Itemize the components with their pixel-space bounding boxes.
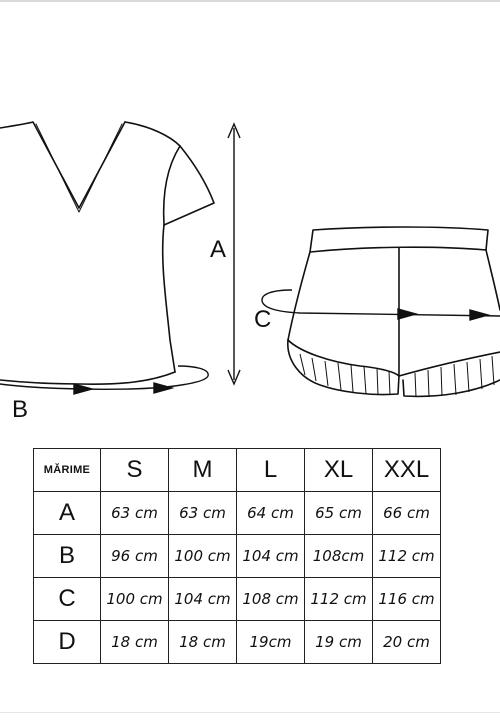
table-cell: 116 cm	[372, 577, 441, 621]
table-cell: 63 cm	[168, 491, 237, 535]
table-cell: 104 cm	[236, 534, 305, 578]
row-label-a: A	[33, 491, 101, 535]
size-header-s: S	[100, 448, 169, 492]
table-row: D 18 cm 18 cm 19cm 19 cm 20 cm	[33, 620, 441, 664]
row-label-b: B	[33, 534, 101, 578]
table-cell: 96 cm	[100, 534, 169, 578]
table-cell: 19cm	[236, 620, 305, 664]
dimension-label-c: C	[254, 306, 272, 333]
table-row: C 100 cm 104 cm 108 cm 112 cm 116 cm	[33, 577, 441, 621]
table-cell: 108 cm	[236, 577, 305, 621]
dimension-label-b: B	[12, 396, 29, 423]
size-header-l: L	[236, 448, 305, 492]
size-header-m: M	[168, 448, 237, 492]
shorts-drawing	[287, 226, 500, 398]
row-label-c: C	[33, 577, 101, 621]
table-cell: 18 cm	[168, 620, 237, 664]
size-header-xxl: XXL	[372, 448, 441, 492]
size-header-xl: XL	[304, 448, 373, 492]
table-cell: 100 cm	[168, 534, 237, 578]
dimension-a-arrow	[227, 122, 241, 386]
shorts-ruffle-pleats	[299, 353, 495, 398]
table-row: A 63 cm 63 cm 64 cm 65 cm 66 cm	[33, 491, 441, 535]
top-divider	[0, 0, 500, 2]
table-cell: 63 cm	[100, 491, 169, 535]
table-cell: 112 cm	[372, 534, 441, 578]
size-chart-table: MĂRIME S M L XL XXL A 63 cm 63 cm 64 cm …	[33, 448, 441, 664]
table-cell: 64 cm	[236, 491, 305, 535]
tshirt-drawing	[0, 121, 215, 385]
table-cell: 19 cm	[304, 620, 373, 664]
garment-diagram	[0, 121, 500, 398]
table-cell: 100 cm	[100, 577, 169, 621]
size-corner-label: MĂRIME	[33, 448, 101, 492]
size-header-row: MĂRIME S M L XL XXL	[33, 448, 441, 492]
table-cell: 112 cm	[304, 577, 373, 621]
bottom-divider	[0, 712, 500, 713]
table-cell: 66 cm	[372, 491, 441, 535]
table-cell: 108cm	[304, 534, 373, 578]
table-row: B 96 cm 100 cm 104 cm 108cm 112 cm	[33, 534, 441, 578]
row-label-d: D	[33, 620, 101, 664]
dimension-c-arrow	[261, 289, 500, 321]
dimension-b-arrow	[0, 365, 209, 395]
dimension-label-a: A	[210, 236, 227, 263]
table-cell: 65 cm	[304, 491, 373, 535]
table-cell: 20 cm	[372, 620, 441, 664]
table-cell: 18 cm	[100, 620, 169, 664]
table-cell: 104 cm	[168, 577, 237, 621]
